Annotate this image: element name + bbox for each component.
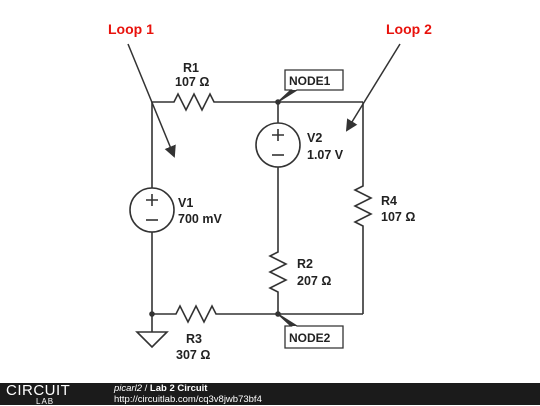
circuit-url[interactable]: http://circuitlab.com/cq3v8jwb73bf4: [114, 393, 262, 405]
node2-label: NODE2: [289, 331, 331, 345]
resistor-r1: [170, 92, 218, 112]
circuitlab-logo: CIRCUIT LAB: [6, 382, 71, 406]
v1-value: 700 mV: [178, 212, 222, 226]
r1-value: 107 Ω: [175, 75, 209, 89]
r3-name: R3: [186, 332, 202, 346]
v2-name: V2: [307, 131, 322, 145]
voltage-source-v2: [255, 122, 301, 168]
v1-name: V1: [178, 196, 193, 210]
wires: [151, 101, 364, 332]
r3-value: 307 Ω: [176, 348, 210, 362]
circuit-diagram: Loop 1 Loop 2 R1 107 Ω V1 700 mV V2 1.07…: [108, 21, 432, 362]
plus-icon: [272, 129, 284, 141]
r4-value: 107 Ω: [381, 210, 415, 224]
brand-bottom: LAB: [36, 397, 55, 406]
r1-name: R1: [183, 61, 199, 75]
resistor-r3: [172, 304, 220, 324]
footer-meta: picarl2 / Lab 2 Circuit http://circuitla…: [114, 383, 262, 405]
resistor-r4: [353, 182, 373, 230]
junction-ground: [149, 311, 155, 317]
author-link[interactable]: picarl2: [114, 383, 142, 394]
loop2-arrow: [345, 43, 401, 132]
voltage-source-v1: [129, 187, 175, 233]
node1-label: NODE1: [289, 74, 331, 88]
node2-tag: NODE2: [277, 313, 344, 349]
path-separator: /: [144, 383, 148, 394]
loop1-arrow: [127, 43, 176, 158]
resistor-r2: [268, 248, 288, 296]
brand-top: CIRCUIT: [6, 382, 71, 399]
v2-value: 1.07 V: [307, 148, 344, 162]
circuit-title: Lab 2 Circuit: [149, 383, 208, 394]
r2-value: 207 Ω: [297, 274, 331, 288]
ground-icon: [135, 331, 169, 349]
loop2-label: Loop 2: [386, 21, 432, 37]
footer-bar: CIRCUIT LAB picarl2 / Lab 2 Circuit http…: [0, 382, 540, 406]
loop1-label: Loop 1: [108, 21, 154, 37]
r2-name: R2: [297, 257, 313, 271]
node1-tag: NODE1: [277, 69, 344, 103]
plus-icon: [146, 194, 158, 206]
r4-name: R4: [381, 194, 397, 208]
